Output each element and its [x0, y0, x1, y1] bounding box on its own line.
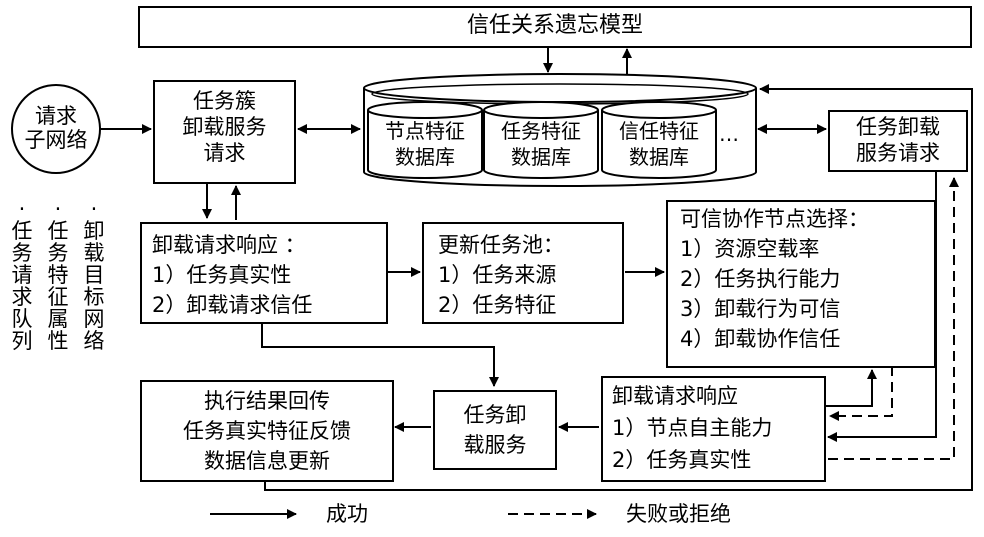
- arrow-response2-to-select: [826, 369, 877, 407]
- queue-column: · 任 务 请 求 队 列: [11, 197, 33, 353]
- legend-fail-label: 失败或拒绝: [626, 502, 731, 526]
- target-network-column: · 卸 载 目 标 网 络: [83, 197, 105, 353]
- task-offload-service-label: 任务卸 载服务: [463, 403, 527, 457]
- trust-forget-model-box: [138, 6, 972, 48]
- task-offload-request-box: [828, 110, 968, 172]
- offload-response-2-label: 卸载请求响应 1）节点自主能力 2）任务真实性: [612, 384, 773, 472]
- task-offload-request-label: 任务卸载 服务请求: [856, 115, 940, 165]
- db-ellipsis: …: [719, 122, 739, 146]
- offload-response-1-label: 卸载请求响应 ： 1）任务真实性 2）卸载请求信任: [152, 233, 313, 317]
- update-task-pool-box: [422, 222, 624, 324]
- arrow-response1-to-service: [261, 324, 499, 387]
- attribute-column: · 任 务 特 征 属 性: [47, 197, 69, 353]
- arrow-request-to-response2: [827, 172, 937, 442]
- trusted-node-select-box: [666, 200, 936, 368]
- offload-response-1-box: [140, 222, 388, 324]
- arrow-result-feedback: [264, 84, 973, 491]
- offload-response-2-box: [601, 376, 826, 482]
- result-return-label: 执行结果回传 任务真实特征反馈 数据信息更新: [183, 389, 351, 473]
- trust-feature-db-label: 信任特征 数据库: [619, 119, 699, 169]
- request-subnet-label: 请求 子网络: [24, 104, 88, 152]
- task-offload-service-box: [433, 390, 557, 470]
- update-task-pool-label: 更新任务池： 1）任务来源 2）任务特征: [438, 233, 564, 317]
- database-cylinder: [363, 73, 757, 187]
- node-feature-db-label: 节点特征 数据库: [385, 119, 465, 169]
- task-cluster-request-label: 任务簇 卸载服务 请求: [182, 89, 267, 165]
- result-return-box: [140, 380, 394, 482]
- trust-forget-model-label: 信任关系遗忘模型: [466, 13, 643, 38]
- trusted-node-select-label: 可信协作节点选择： 1）资源空载率 2）任务执行能力 3）卸载行为可信 4）卸载…: [680, 207, 869, 351]
- dashed-response2-to-request: [828, 177, 959, 460]
- task-feature-db-label: 任务特征 数据库: [501, 119, 581, 169]
- legend-success-label: 成功: [326, 502, 368, 526]
- task-cluster-request-box: [153, 80, 296, 184]
- dashed-select-to-response2: [829, 366, 893, 421]
